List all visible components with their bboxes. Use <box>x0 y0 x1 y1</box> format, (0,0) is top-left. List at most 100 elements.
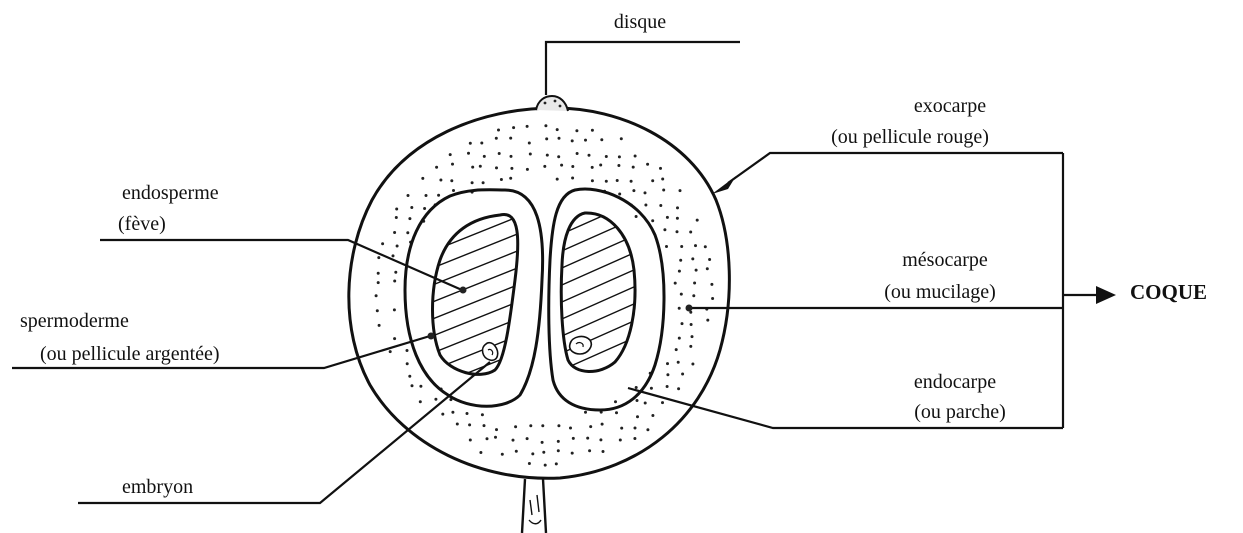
stipple-dot <box>406 362 409 365</box>
stipple-dot <box>679 189 682 192</box>
stipple-dot <box>396 245 399 248</box>
stipple-dot <box>557 155 560 158</box>
stipple-dot <box>662 189 665 192</box>
stipple-dot <box>514 425 517 428</box>
stipple-dot <box>571 165 574 168</box>
label-exocarpe: exocarpe <box>914 95 986 117</box>
stipple-dot <box>393 308 396 311</box>
stipple-dot <box>635 386 638 389</box>
stipple-dot <box>411 384 414 387</box>
stipple-dot <box>646 163 649 166</box>
stipple-dot <box>591 129 594 132</box>
stipple-dot <box>676 206 679 209</box>
stipple-dot <box>677 387 680 390</box>
stipple-dot <box>680 245 683 248</box>
hatch-line <box>555 282 645 322</box>
stipple-dot <box>569 427 572 430</box>
stipple-dot <box>545 137 548 140</box>
stipple-dot <box>395 208 398 211</box>
stipple-dot <box>406 231 409 234</box>
stipple-dot <box>619 439 622 442</box>
stipple-dot <box>408 375 411 378</box>
label-embryon: embryon <box>122 476 193 498</box>
stipple-dot <box>571 139 574 142</box>
stipple-dot <box>542 451 545 454</box>
stipple-dot <box>495 428 498 431</box>
stipple-dot <box>439 179 442 182</box>
stipple-dot <box>571 452 574 455</box>
label-disque: disque <box>614 11 666 33</box>
stipple-dot <box>410 206 413 209</box>
stipple-dot <box>544 464 547 467</box>
stipple-dot <box>483 155 486 158</box>
stipple-dot <box>679 259 682 262</box>
stipple-dot <box>393 337 396 340</box>
stipple-dot <box>377 281 380 284</box>
stipple-dot <box>509 137 512 140</box>
stipple-dot <box>546 154 549 157</box>
stipple-dot <box>450 179 453 182</box>
hatch-line <box>555 214 645 254</box>
stipple-dot <box>528 142 531 145</box>
stipple-dot <box>678 337 681 340</box>
stipple-dot <box>601 423 604 426</box>
stipple-dot <box>635 215 638 218</box>
stipple-dot <box>618 193 621 196</box>
stipple-dot <box>644 402 647 405</box>
label-mesocarpe: mésocarpe <box>902 249 988 271</box>
stipple-dot <box>556 178 559 181</box>
stipple-dot <box>512 439 515 442</box>
stipple-dot <box>494 436 497 439</box>
stipple-dot <box>543 165 546 168</box>
stipple-dot <box>681 373 684 376</box>
stipple-dot <box>696 219 699 222</box>
stipple-dot <box>706 267 709 270</box>
stipple-dot <box>495 137 498 140</box>
stipple-dot <box>677 361 680 364</box>
stipple-dot <box>675 348 678 351</box>
stipple-dot <box>618 155 621 158</box>
stipple-dot <box>599 164 602 167</box>
stipple-dot <box>449 153 452 156</box>
stipple-dot <box>451 163 454 166</box>
stipple-dot <box>691 363 694 366</box>
stipple-dot <box>646 428 649 431</box>
stipple-dot <box>408 217 411 220</box>
stipple-dot <box>555 462 558 465</box>
stipple-dot <box>528 462 531 465</box>
stipple-dot <box>377 256 380 259</box>
stipple-dot <box>605 180 608 183</box>
stipple-dot <box>389 350 392 353</box>
stipple-dot <box>616 179 619 182</box>
stipple-dot <box>676 217 679 220</box>
stipple-dot <box>541 424 544 427</box>
stipple-dot <box>708 258 711 261</box>
endosperm-right <box>555 180 645 424</box>
stipple-dot <box>483 424 486 427</box>
stipple-dot <box>636 399 639 402</box>
stipple-dot <box>435 166 438 169</box>
stipple-dot <box>392 254 395 257</box>
stipple-dot <box>421 177 424 180</box>
hatch-line <box>425 265 525 305</box>
stipple-dot <box>614 400 617 403</box>
label-spermoderme-note: (ou pellicule argentée) <box>40 343 220 365</box>
stipple-dot <box>557 440 560 443</box>
stipple-dot <box>633 437 636 440</box>
stipple-dot <box>663 228 666 231</box>
stipple-dot <box>586 437 589 440</box>
leader-exocarpe <box>712 153 1063 194</box>
stipple-dot <box>694 244 697 247</box>
stipple-dot <box>510 167 513 170</box>
hatch-line <box>555 350 645 390</box>
stipple-dot <box>600 138 603 141</box>
embryo-right <box>570 337 592 354</box>
stipple-dot <box>571 177 574 180</box>
hatch-line <box>555 197 645 237</box>
stipple-dot <box>541 441 544 444</box>
stipple-dot <box>529 424 532 427</box>
stipple-dot <box>471 166 474 169</box>
stipple-dot <box>695 269 698 272</box>
